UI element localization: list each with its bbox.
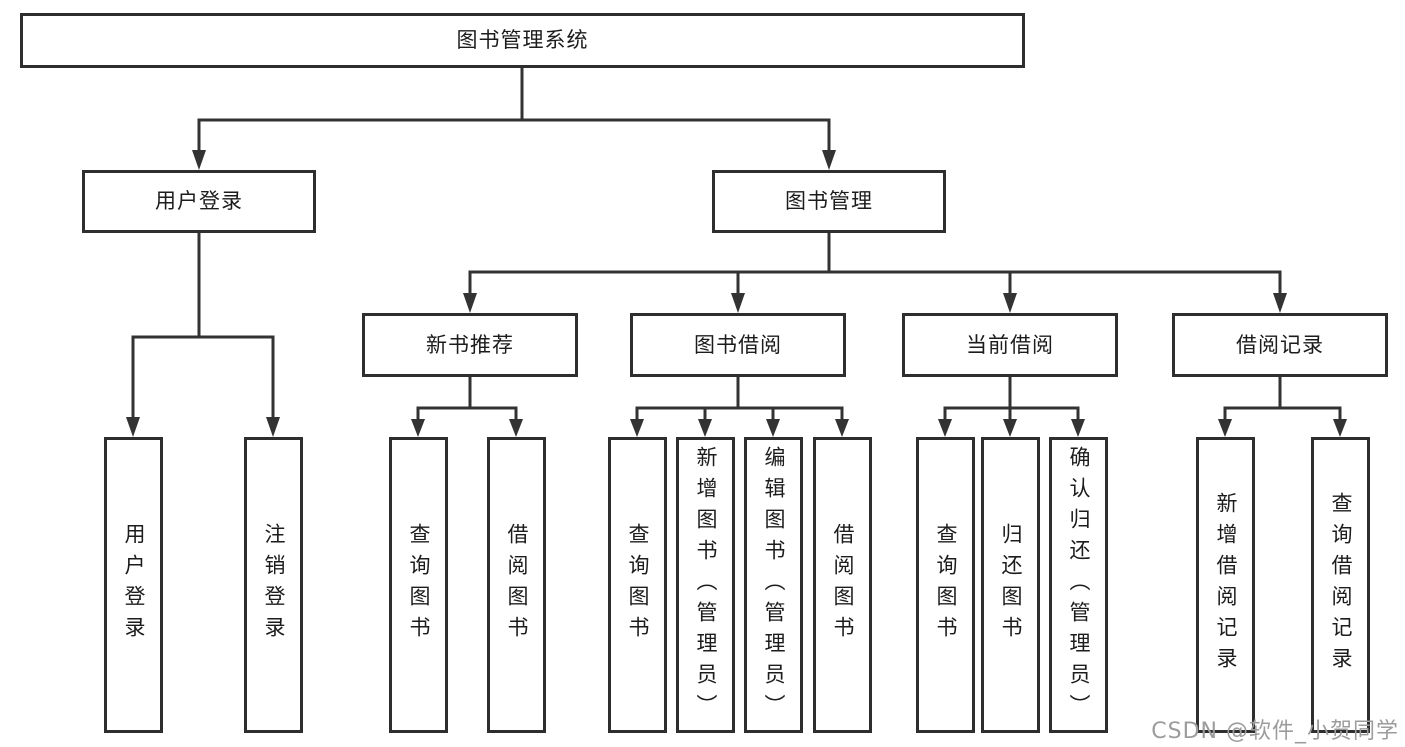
connector-book-borrow-to-leaves xyxy=(630,375,849,437)
node-library-management-system: 图书管理系统 xyxy=(20,13,1025,68)
leaf-edit-books-admin: 编辑图书（管理员） xyxy=(744,437,803,733)
connector-book-management-to-modules xyxy=(463,231,1287,313)
leaf-user-login: 用户登录 xyxy=(104,437,163,733)
leaf-confirm-return-admin: 确认归还（管理员） xyxy=(1049,437,1108,733)
connector-user-login-to-leaves xyxy=(126,231,280,437)
node-book-management-branch: 图书管理 xyxy=(712,170,946,233)
node-book-borrowing: 图书借阅 xyxy=(630,313,846,377)
connector-borrow-records-to-leaves xyxy=(1218,375,1347,437)
leaf-query-borrow-record: 查询借阅记录 xyxy=(1311,437,1370,733)
leaf-new-book-borrow-books: 借阅图书 xyxy=(487,437,546,733)
node-borrowing-records: 借阅记录 xyxy=(1172,313,1388,377)
leaf-current-query-books: 查询图书 xyxy=(916,437,975,733)
leaf-new-book-query-books: 查询图书 xyxy=(389,437,448,733)
leaf-logout: 注销登录 xyxy=(244,437,303,733)
connector-new-book-to-leaves xyxy=(411,375,523,437)
leaf-return-books: 归还图书 xyxy=(981,437,1040,733)
leaf-borrow-books: 借阅图书 xyxy=(813,437,872,733)
leaf-borrow-query-books: 查询图书 xyxy=(608,437,667,733)
leaf-add-borrow-record: 新增借阅记录 xyxy=(1196,437,1255,733)
node-new-book-recommend: 新书推荐 xyxy=(362,313,578,377)
connector-current-borrow-to-leaves xyxy=(938,375,1085,437)
node-current-borrowing: 当前借阅 xyxy=(902,313,1118,377)
node-user-login-branch: 用户登录 xyxy=(82,170,316,233)
leaf-add-books-admin: 新增图书（管理员） xyxy=(676,437,735,733)
connector-root-to-branches xyxy=(192,66,836,170)
